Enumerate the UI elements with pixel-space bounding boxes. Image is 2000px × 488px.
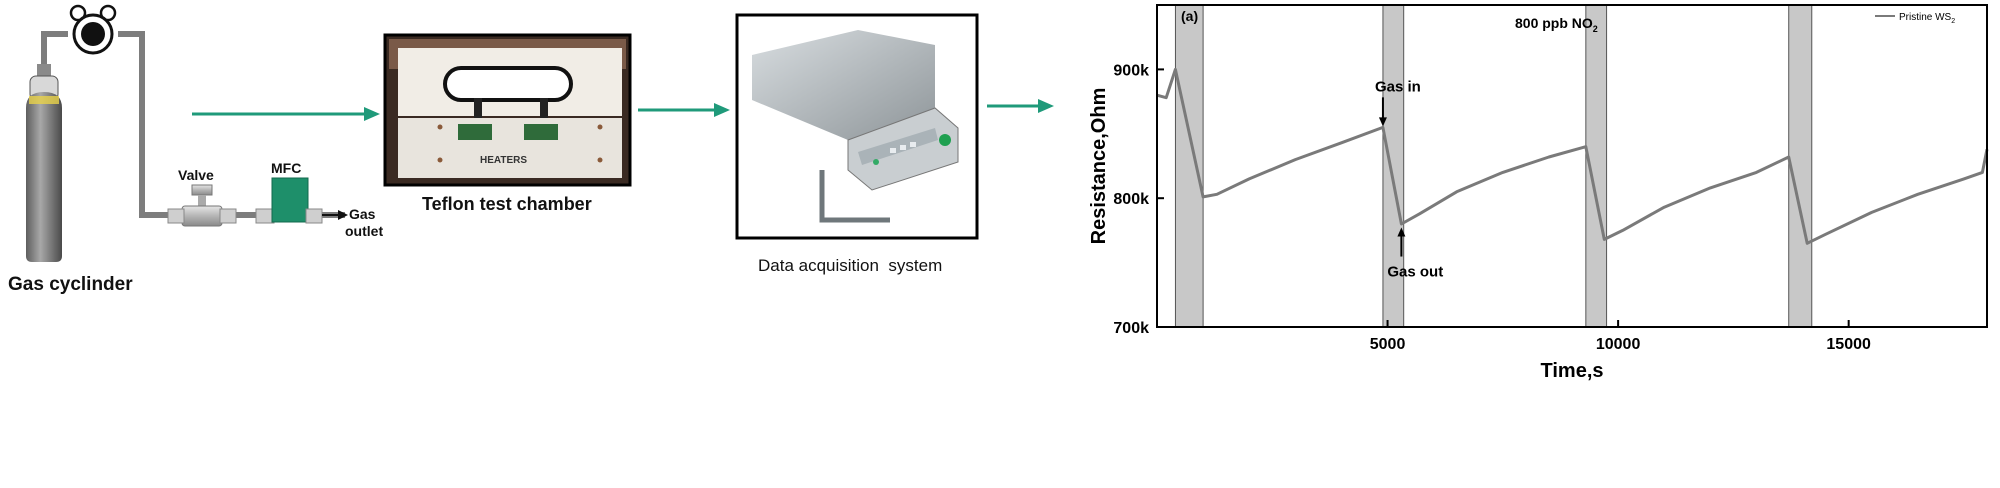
pressure-regulator [69, 4, 117, 55]
legend-entry-main: Pristine WS [1899, 12, 1952, 23]
gas-in-arrowhead [1378, 117, 1387, 127]
plot-frame [1156, 4, 1988, 328]
gas-outlet-arrow [322, 210, 348, 220]
annotation-group: Gas in Gas out [1375, 78, 1443, 280]
gas-outlet-label-line2: outlet [345, 223, 384, 239]
x-axis-ticks: 5000 10000 15000 [1370, 320, 1871, 353]
x-tick-label: 15000 [1826, 336, 1871, 353]
valve-label: Valve [178, 167, 214, 183]
mfc-unit [255, 177, 323, 224]
teflon-chamber-photo: HEATERS [383, 33, 632, 187]
gas-cylinder [26, 64, 62, 262]
setup-schematic: HEATERS [26, 4, 1054, 262]
chart-title: 800 ppb NO2 [1515, 15, 1598, 34]
y-tick-label: 900k [1113, 62, 1149, 79]
mfc-label: MFC [271, 160, 302, 176]
gas-exposure-band-4 [1788, 4, 1813, 328]
series-line-pristine-ws2 [1156, 67, 1989, 245]
legend-entry-subscript: 2 [1951, 18, 1955, 25]
gas-band-group [1174, 4, 1813, 328]
gas-exposure-band-1 [1174, 4, 1204, 328]
panel-label: (a) [1181, 8, 1198, 24]
y-axis-ticks: 700k 800k 900k [1113, 62, 1164, 337]
x-tick-label: 5000 [1370, 336, 1406, 353]
daq-photo [735, 13, 979, 240]
y-tick-label: 700k [1113, 320, 1149, 337]
chamber-label: Teflon test chamber [422, 194, 592, 214]
daq-label: Data acquisition system [758, 256, 943, 275]
y-axis-label: Resistance,Ohm [1088, 88, 1110, 245]
x-axis-label: Time,s [1541, 360, 1604, 382]
annotation-gas-in: Gas in [1375, 78, 1421, 95]
legend-entry: Pristine WS2 [1899, 12, 1955, 25]
flow-arrow-2 [638, 103, 730, 117]
gas-outlet-label-line1: Gas [349, 206, 376, 222]
y-tick-label: 800k [1113, 191, 1149, 208]
chart-title-subscript: 2 [1593, 24, 1598, 34]
chamber-photo-text: HEATERS [480, 155, 527, 166]
x-tick-label: 10000 [1596, 336, 1641, 353]
flow-arrow-1 [192, 107, 380, 121]
annotation-gas-out: Gas out [1387, 264, 1443, 281]
resistance-chart: 5000 10000 15000 700k 800k 900k Gas in Gas ou… [1088, 4, 1989, 382]
flow-arrow-3 [987, 99, 1054, 113]
chart-title-main: 800 ppb NO [1515, 15, 1593, 31]
valve [167, 184, 237, 227]
gas-cylinder-label: Gas cyclinder [8, 274, 133, 295]
gas-out-arrowhead [1397, 227, 1406, 237]
